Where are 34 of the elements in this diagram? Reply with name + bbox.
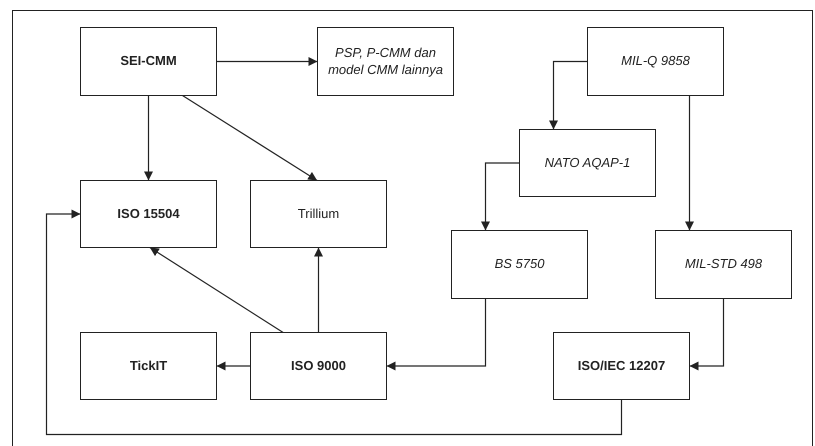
process-box [317, 27, 454, 96]
box-label: ISO 9000 [290, 356, 347, 375]
process-box [80, 27, 217, 96]
process-box [80, 180, 217, 248]
box-label: TickIT [128, 356, 168, 375]
arrow [216, 57, 318, 66]
arrow [46, 210, 622, 436]
arrow [549, 60, 588, 130]
process-box [250, 332, 387, 400]
box-label: Trillium [296, 204, 340, 223]
box-label: SEI-CMM [119, 52, 178, 70]
arrow [386, 298, 486, 370]
process-box [655, 230, 792, 299]
box-label: NATO AQAP-1 [544, 154, 632, 172]
process-box [553, 332, 690, 400]
process-box [519, 129, 656, 197]
process-box [80, 332, 217, 400]
arrow [481, 162, 520, 230]
process-box [587, 27, 724, 96]
box-label: MIL-STD 498 [684, 255, 764, 274]
arrow [216, 362, 250, 370]
arrow [182, 95, 318, 181]
arrow [314, 248, 323, 332]
arrow [150, 247, 284, 333]
arrow [144, 96, 153, 180]
arrow [685, 96, 694, 230]
arrow [690, 298, 724, 370]
process-box [250, 180, 387, 248]
box-label: MIL-Q 9858 [620, 52, 691, 70]
box-label: PSP, P-CMM dan model CMM lainnya [327, 44, 444, 79]
box-label: ISO 15504 [116, 204, 181, 223]
box-label: ISO/IEC 12207 [576, 356, 666, 375]
box-label: BS 5750 [494, 255, 546, 274]
process-box [451, 230, 588, 299]
